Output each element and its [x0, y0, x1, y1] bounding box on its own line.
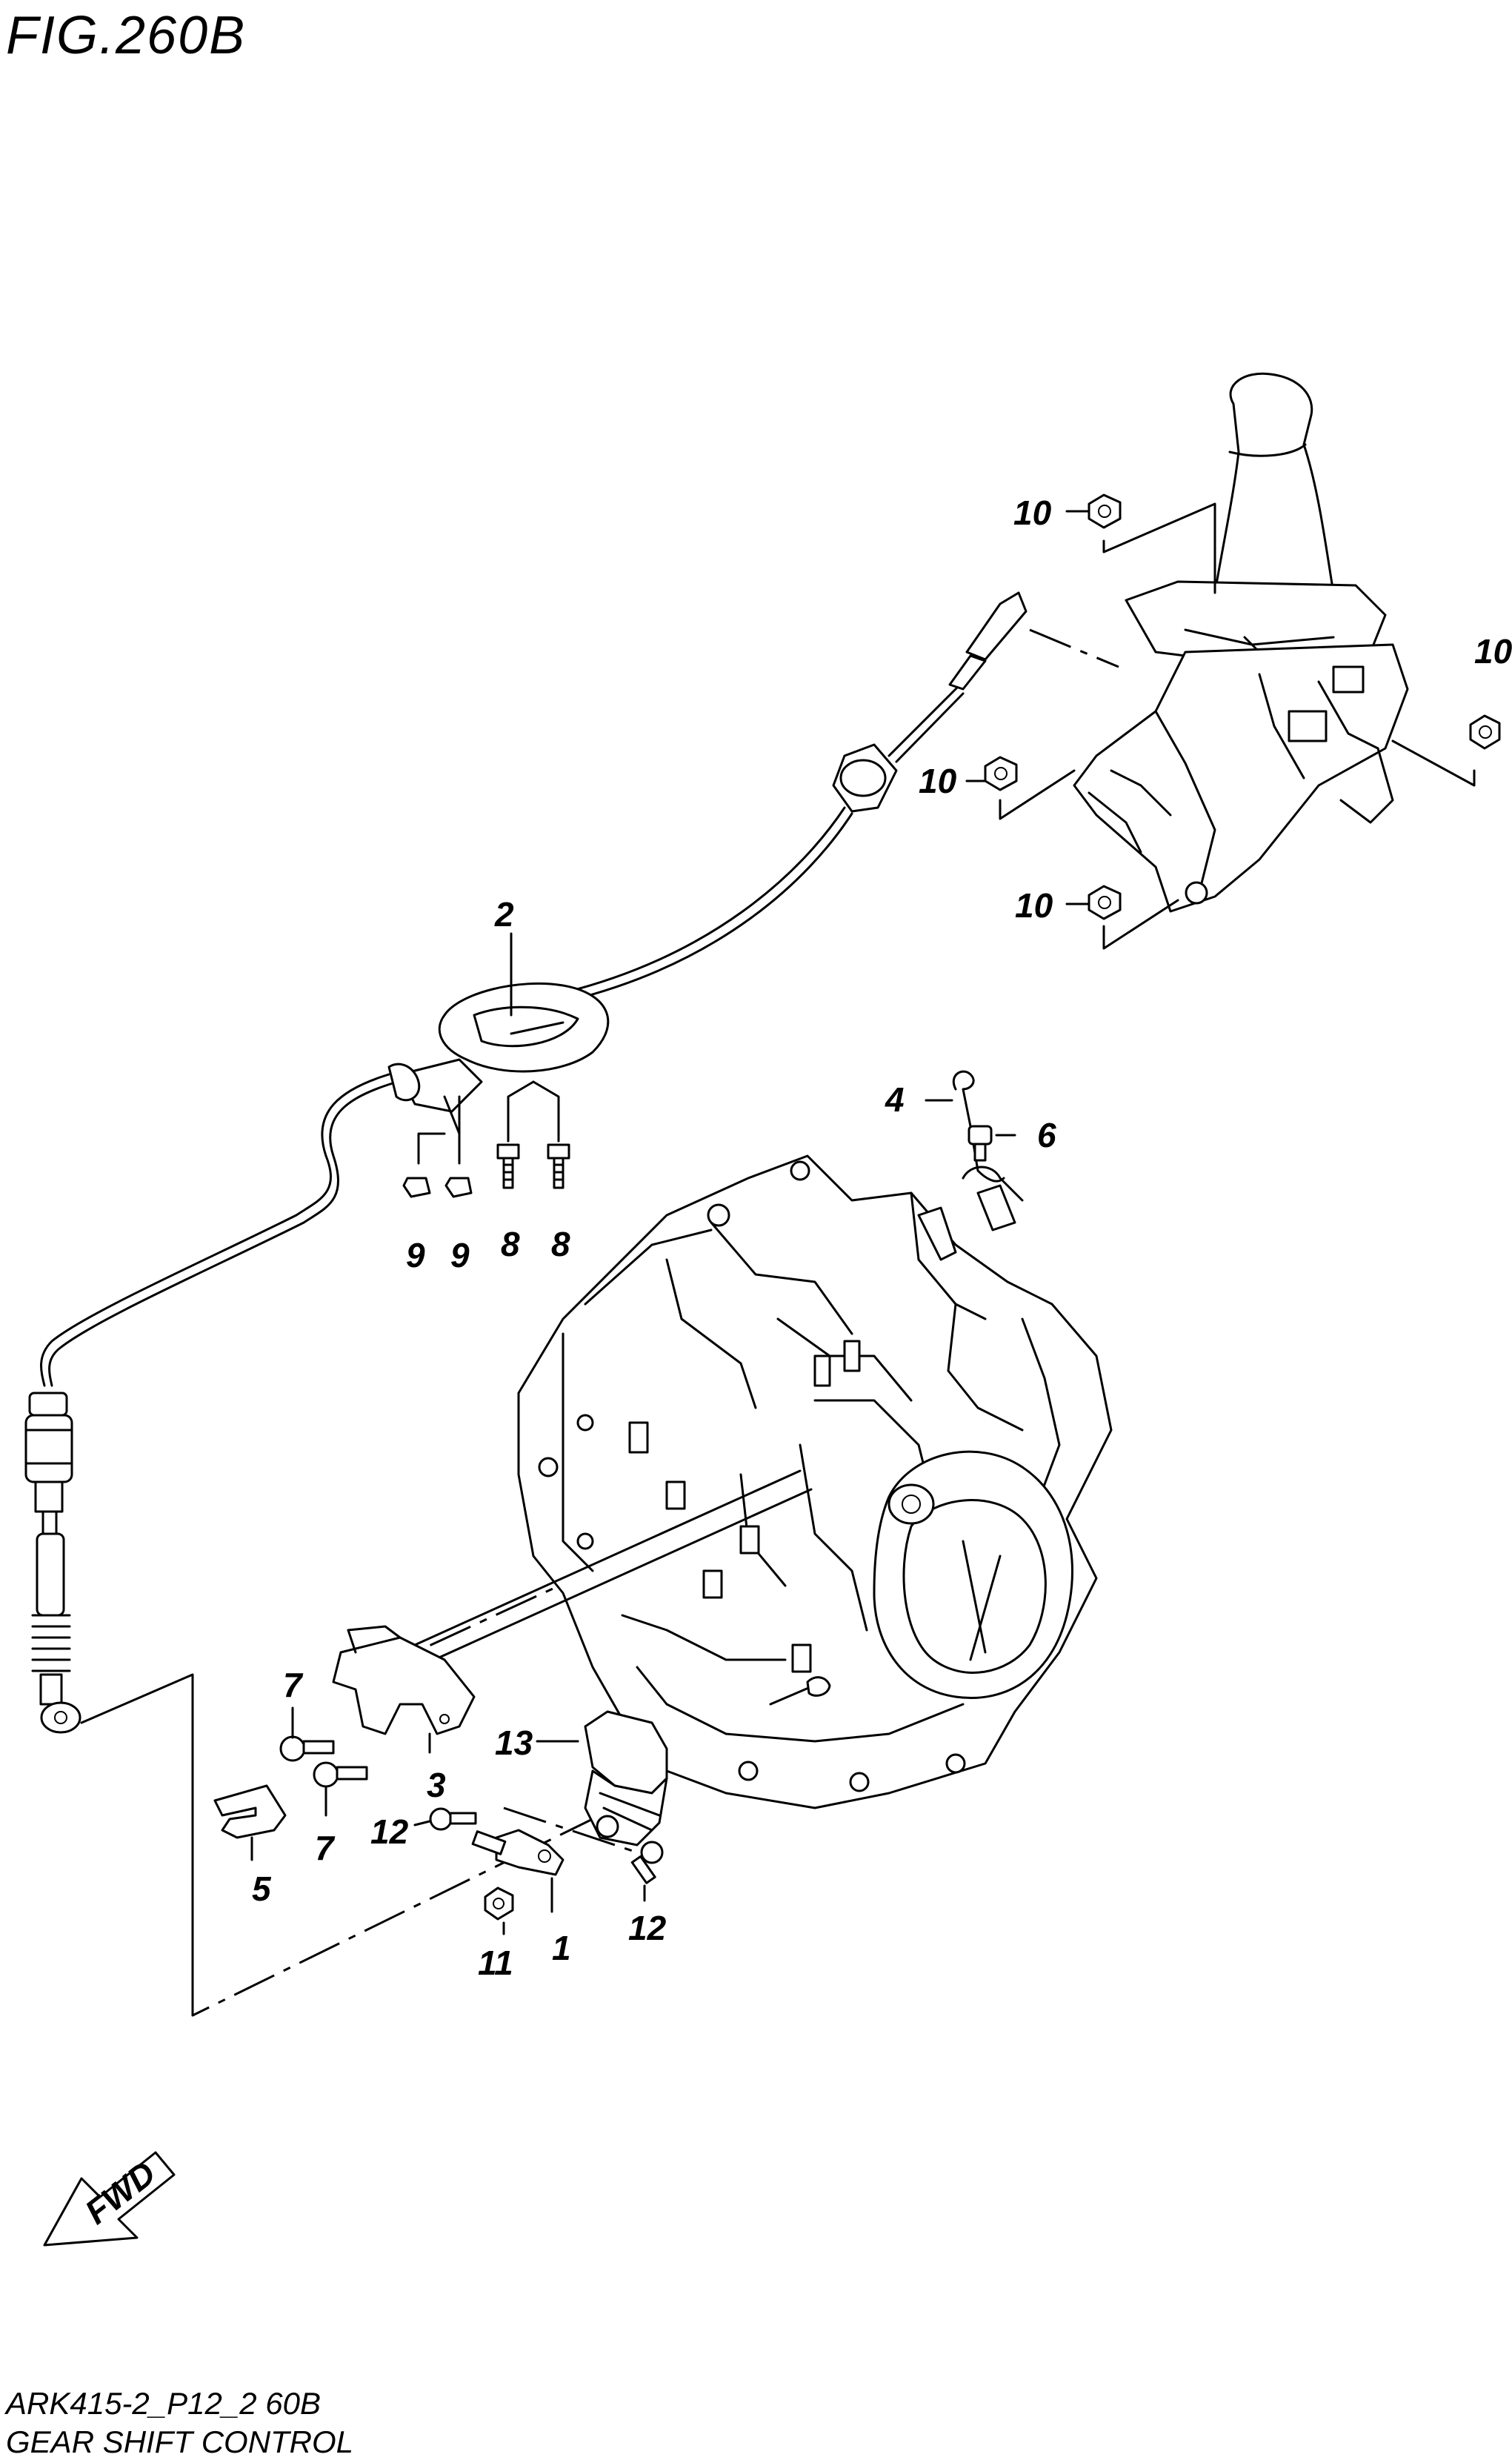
callout-9b: 9 [450, 1236, 470, 1274]
callout-12b: 12 [628, 1909, 667, 1947]
fwd-arrow-icon: FWD [43, 2151, 176, 2247]
callout-10-top: 10 [1013, 493, 1052, 532]
bolt-8a [496, 1143, 520, 1189]
figure-name: GEAR SHIFT CONTROL [6, 2424, 353, 2459]
callout-13: 13 [495, 1723, 533, 1762]
callout-11: 11 [478, 1944, 513, 1982]
shift-lever-assembly [1073, 372, 1409, 913]
callout-10-low: 10 [1015, 886, 1053, 925]
callout-6: 6 [1037, 1116, 1056, 1154]
clip-9a [402, 1177, 431, 1198]
nut-10-right [1469, 714, 1501, 750]
shift-cable [24, 591, 1028, 1734]
bolt-7b [313, 1761, 368, 1788]
callout-10-mid: 10 [919, 762, 957, 800]
shift-switch-13 [554, 1710, 668, 1846]
callout-12a: 12 [370, 1812, 409, 1851]
callout-5: 5 [252, 1869, 272, 1908]
clip-5 [213, 1784, 287, 1839]
nut-10-mid [984, 756, 1018, 791]
figure-title: FIG.260B [6, 6, 246, 65]
callout-10-right: 10 [1474, 632, 1512, 671]
callout-8b: 8 [551, 1225, 570, 1263]
nut-10-low [1088, 885, 1122, 920]
clip-9b [444, 1177, 473, 1198]
nut-11 [484, 1886, 514, 1921]
figure-code: ARK415-2_P12_2 60B [4, 2386, 321, 2421]
nut-10-top [1088, 493, 1122, 529]
callout-9a: 9 [406, 1236, 425, 1274]
bolt-8b [547, 1143, 570, 1189]
callout-4: 4 [885, 1080, 905, 1119]
bolt-12a [429, 1807, 477, 1831]
callout-7a: 7 [283, 1666, 304, 1704]
callout-7b: 7 [315, 1829, 336, 1867]
shift-arm-bracket-3 [332, 1625, 476, 1735]
bolt-12b [630, 1841, 664, 1884]
callout-8a: 8 [501, 1225, 520, 1263]
callout-1: 1 [552, 1929, 571, 1967]
spring-clip-4 [953, 1070, 1024, 1202]
bolt-6 [968, 1125, 993, 1162]
callout-2: 2 [494, 895, 514, 934]
shift-lever-1 [471, 1829, 564, 1876]
bolt-7a [279, 1735, 335, 1762]
callout-3: 3 [427, 1766, 446, 1804]
transmission-housing [413, 1154, 1113, 1809]
